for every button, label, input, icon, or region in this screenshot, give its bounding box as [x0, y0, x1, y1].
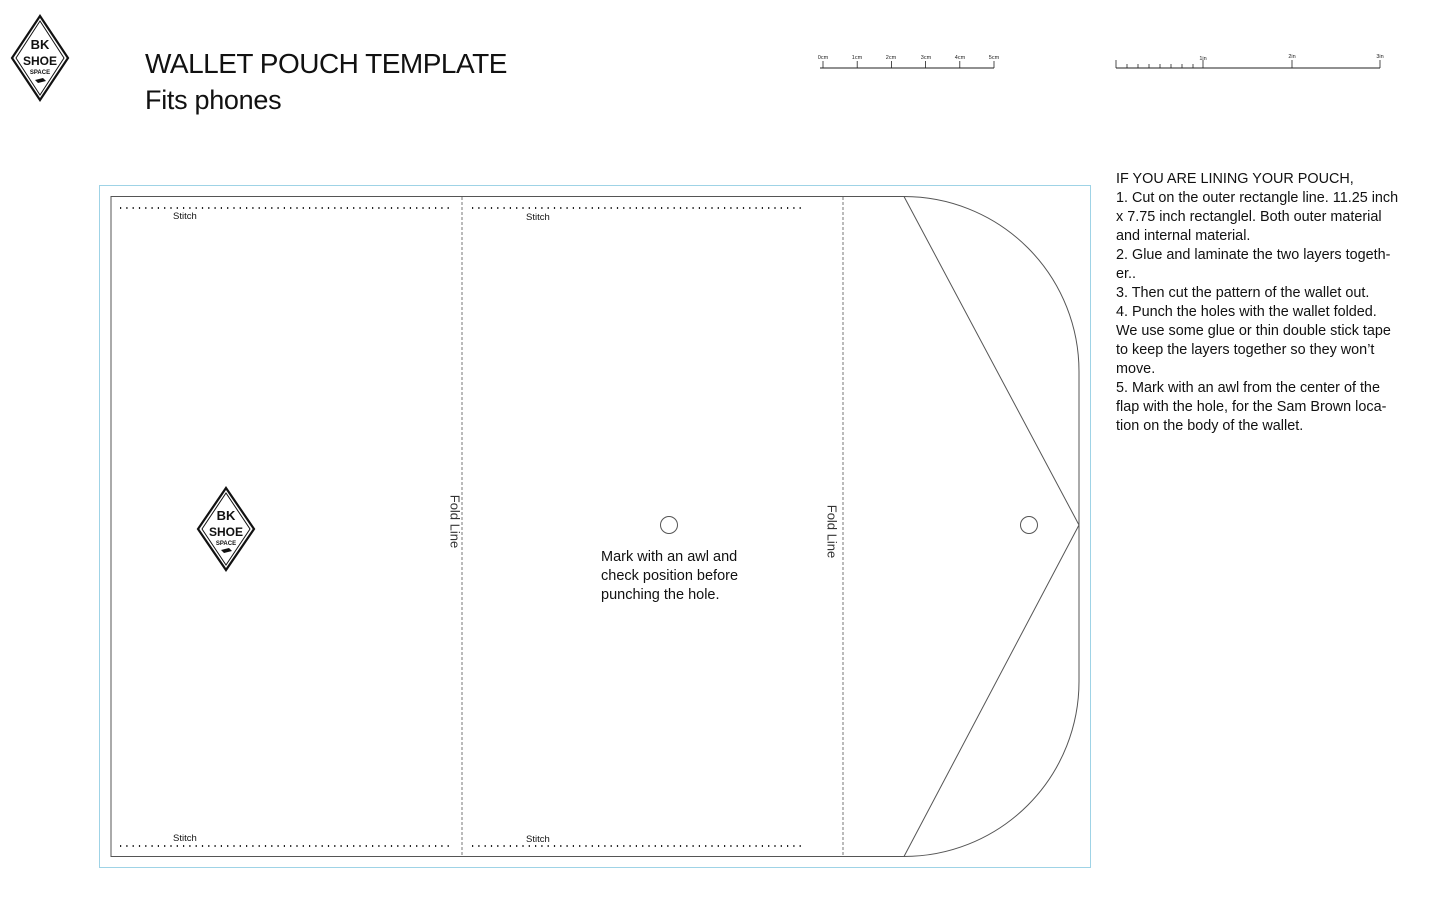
lining-instructions: IF YOU ARE LINING YOUR POUCH, 1. Cut on … [1116, 170, 1421, 436]
punch-hole [660, 516, 678, 534]
logo-text-bk: BK [217, 508, 236, 523]
awl-note-line: check position before [601, 568, 739, 584]
stitch-label: Stitch [526, 834, 550, 845]
metric-scale-ruler: 0cm 1cm 2cm 3cm 4cm 5cm [818, 55, 1000, 69]
awl-note-line: Mark with an awl and [601, 549, 738, 565]
instruction-line: IF YOU ARE LINING YOUR POUCH, [1116, 171, 1354, 187]
ruler-cm-label: 0cm [818, 55, 829, 61]
wallet-pattern-outline [110, 196, 1080, 857]
ruler-in-label: 1in [1199, 56, 1206, 62]
instruction-line: 2. Glue and laminate the two layers toge… [1116, 247, 1391, 263]
ruler-cm-label: 3cm [921, 55, 932, 61]
stitch-label: Stitch [526, 212, 550, 223]
instruction-line: x 7.75 inch rectanglel. Both outer mater… [1116, 209, 1382, 225]
fold-line-label: Fold Line [824, 504, 840, 559]
bk-shoe-space-logo: BK SHOE SPACE [10, 14, 70, 102]
fold-line-label: Fold Line [447, 494, 463, 549]
awl-instruction-note: Mark with an awl and check position befo… [601, 548, 771, 605]
instruction-line: 3. Then cut the pattern of the wallet ou… [1116, 285, 1370, 301]
punch-hole [1020, 516, 1038, 534]
instruction-line: 1. Cut on the outer rectangle line. 11.2… [1116, 190, 1399, 206]
ruler-cm-label: 2cm [886, 55, 897, 61]
instruction-line: 4. Punch the holes with the wallet folde… [1116, 304, 1377, 320]
logo-text-space: SPACE [30, 70, 50, 76]
imperial-scale-ruler: 1in 2in 3in [1115, 54, 1384, 69]
flap-fold-lines [903, 196, 1080, 857]
logo-shoe-icon [221, 548, 232, 553]
logo-text-shoe: SHOE [209, 525, 243, 539]
ruler-cm-label: 5cm [989, 55, 1000, 61]
instruction-line: flap with the hole, for the Sam Brown lo… [1116, 399, 1387, 415]
logo-text-bk: BK [31, 37, 50, 52]
instruction-line: move. [1116, 361, 1156, 377]
instruction-line: and internal material. [1116, 228, 1251, 244]
logo-shoe-icon [35, 78, 46, 83]
ruler-cm-label: 4cm [955, 55, 966, 61]
ruler-cm-label: 1cm [852, 55, 863, 61]
bk-shoe-space-logo: BK SHOE SPACE [196, 486, 256, 572]
page-subtitle: Fits phones [145, 85, 282, 115]
page-title: WALLET POUCH TEMPLATE [145, 48, 507, 79]
logo-text-shoe: SHOE [23, 54, 57, 68]
ruler-in-label: 2in [1288, 54, 1295, 60]
awl-note-line: punching the hole. [601, 587, 720, 603]
instruction-line: 5. Mark with an awl from the center of t… [1116, 380, 1380, 396]
instruction-line: to keep the layers together so they won’… [1116, 342, 1375, 358]
instruction-line: er.. [1116, 266, 1136, 282]
instruction-line: We use some glue or thin double stick ta… [1116, 323, 1391, 339]
logo-text-space: SPACE [216, 541, 236, 547]
ruler-in-label: 3in [1376, 54, 1383, 60]
stitch-label: Stitch [173, 211, 197, 222]
stitch-label: Stitch [173, 833, 197, 844]
instruction-line: tion on the body of the wallet. [1116, 418, 1304, 434]
